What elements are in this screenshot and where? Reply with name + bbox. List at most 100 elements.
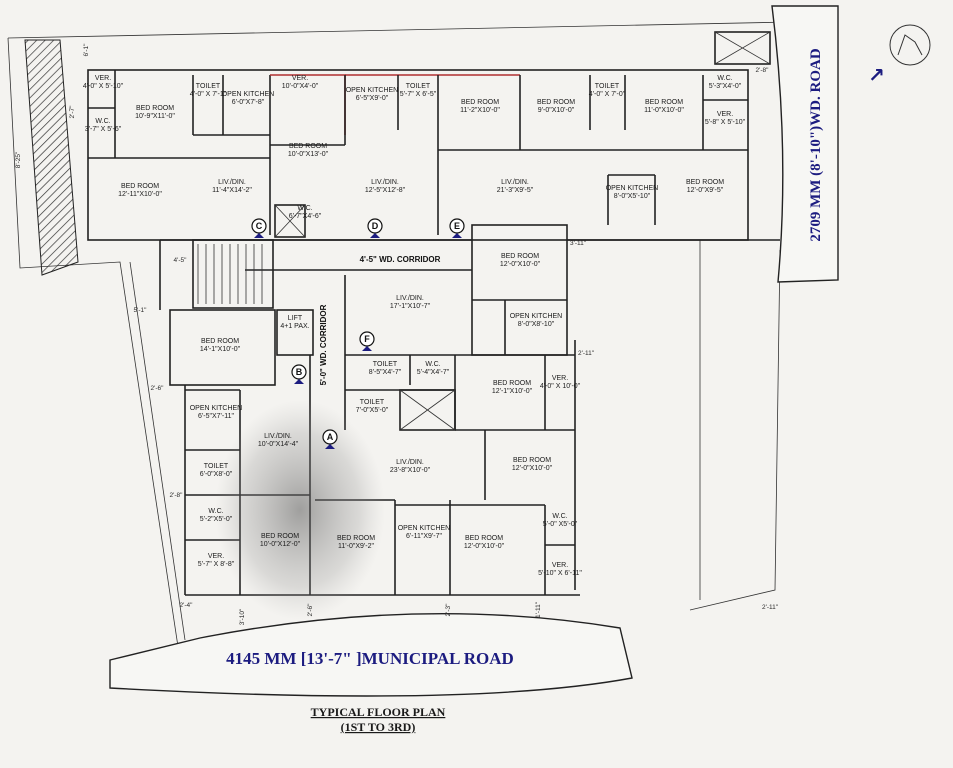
room-name: BED ROOM: [501, 253, 539, 260]
room-name: LIV./DIN.: [501, 179, 529, 186]
dimension-label: 2'-8": [170, 492, 184, 499]
room-size: 11'-0"X10'-0": [644, 107, 684, 114]
dimension-label: 5'-1": [134, 307, 148, 314]
room-size: 5'-2"X5'-0": [200, 516, 233, 523]
room-size: 5'-4"X4'-7": [417, 369, 450, 376]
room-name: OPEN KITCHEN: [606, 185, 659, 192]
room-label: VER.5'-10" X 6'-11": [538, 562, 582, 577]
scan-smudge: [215, 400, 385, 620]
room-name: BED ROOM: [121, 183, 159, 190]
room-name: LIV./DIN.: [371, 179, 399, 186]
svg-text:B: B: [296, 367, 303, 377]
marker-c: C: [251, 218, 267, 238]
north-arrow-icon: ↗: [868, 63, 885, 87]
dimension-label: 2'-7": [69, 105, 76, 119]
room-name: BED ROOM: [461, 99, 499, 106]
dimension-label: 2'-8": [756, 67, 770, 74]
room-name: OPEN KITCHEN: [222, 91, 275, 98]
room-label: VER.10'-0"X4'-0": [282, 75, 319, 90]
dimension-label: 1'-11": [535, 601, 542, 618]
south-road: 4145 MM [13'-7" ]MUNICIPAL ROAD: [109, 612, 633, 697]
room-label: W.C.5'-3"X4'-0": [709, 75, 742, 90]
room-label: VER.4'-0" X 10'-0": [540, 375, 581, 390]
room-name: VER.: [552, 562, 568, 569]
room-name: VER.: [95, 75, 111, 82]
room-label: LIV./DIN.23'-8"X10'-0": [390, 459, 431, 474]
side-corridor-label: 5'-0" WD. CORRIDOR: [319, 304, 328, 385]
room-size: 10'-0"X4'-0": [282, 83, 319, 90]
dimension-label: 2'-4": [180, 602, 194, 609]
marker-f: F: [359, 331, 375, 351]
room-label: LIV./DIN.12'-5"X12'-8": [365, 179, 406, 194]
room-size: 8'-0"X5'-10": [614, 193, 651, 200]
room-size: 11'-4"X14'-2": [212, 187, 252, 194]
room-size: 8'-0"X8'-10": [518, 321, 555, 328]
room-size: 12'-0"X10'-0": [464, 543, 505, 550]
room-size: 6'-0"X7'-8": [232, 99, 265, 106]
dimension-label: 2'-6": [151, 385, 165, 392]
dimension-label: 2'-6": [307, 603, 314, 617]
room-name: BED ROOM: [136, 105, 174, 112]
room-size: 8'-5"X4'-7": [369, 369, 402, 376]
room-size: 5'-0" X5'-0": [543, 521, 578, 528]
room-size: 9'-0"X10'-0": [538, 107, 575, 114]
room-labels: VER.4'-0" X 5'-10"W.C.3'-7" X 5'-6"BED R…: [83, 75, 746, 577]
room-size: 5'-3"X4'-0": [709, 83, 742, 90]
staircase: [192, 239, 274, 309]
room-name: VER.: [292, 75, 308, 82]
room-name: BED ROOM: [645, 99, 683, 106]
room-name: W.C.: [297, 205, 312, 212]
dimension-label: 3'-10": [239, 608, 246, 625]
east-road-label: 2709 MM (8'-10")WD. ROAD: [808, 48, 824, 241]
svg-text:↗: ↗: [868, 63, 885, 87]
room-size: 6'-5"X7'-11": [198, 413, 234, 420]
right-mid-block-walls: [344, 224, 780, 590]
room-size: 10'-0"X12'-0": [260, 541, 301, 548]
room-name: OPEN KITCHEN: [190, 405, 243, 412]
room-name: TOILET: [204, 463, 229, 470]
main-corridor-label: 4'-5" WD. CORRIDOR: [360, 255, 441, 264]
room-name: TOILET: [360, 399, 385, 406]
room-name: W.C.: [95, 118, 110, 125]
svg-text:A: A: [327, 432, 334, 442]
room-name: BED ROOM: [261, 533, 299, 540]
room-size: 6'-7"X4'-6": [289, 213, 322, 220]
room-size: 17'-1"X10'-7": [390, 303, 431, 310]
room-size: 10'-9"X11'-0": [135, 113, 175, 120]
marker-a: A: [322, 429, 338, 449]
room-size: 12'-11"X10'-0": [118, 191, 162, 198]
room-size: 21'-3"X9'-5": [497, 187, 534, 194]
room-size: 5'-7" X 6'-5": [400, 91, 437, 98]
room-size: 4'-0" X 7'-1": [190, 91, 227, 98]
room-name: LIV./DIN.: [218, 179, 246, 186]
room-label: VER.5'-7" X 8'-8": [198, 553, 235, 568]
svg-text:F: F: [364, 334, 370, 344]
room-name: W.C.: [425, 361, 440, 368]
room-size: 3'-7" X 5'-6": [85, 126, 122, 133]
room-size: 11'-2"X10'-0": [460, 107, 500, 114]
dimension-label: 2'-11": [762, 604, 779, 611]
room-name: LIFT: [288, 315, 303, 322]
room-label: W.C.5'-0" X5'-0": [543, 513, 578, 528]
room-name: BED ROOM: [493, 380, 531, 387]
room-name: TOILET: [373, 361, 398, 368]
room-size: 6'-5"X9'-0": [356, 95, 389, 102]
room-name: TOILET: [196, 83, 221, 90]
